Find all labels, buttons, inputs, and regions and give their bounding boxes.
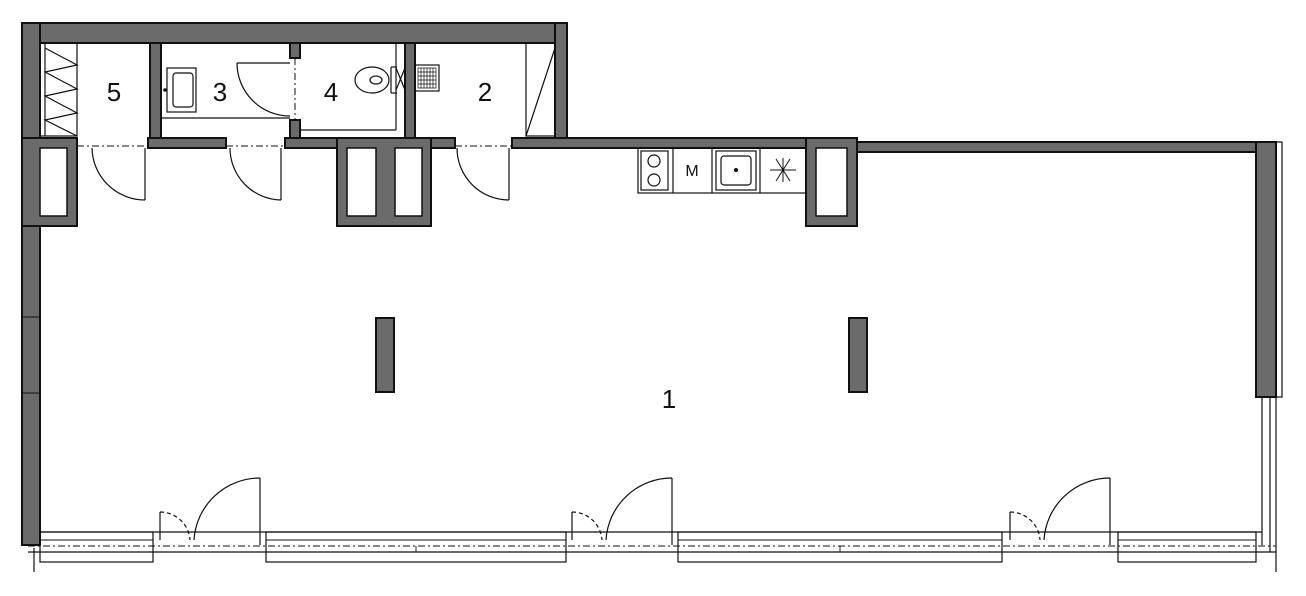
facade-glazing <box>28 397 1277 572</box>
fixtures <box>39 42 807 194</box>
room-label-2: 2 <box>478 77 492 107</box>
appliance-label: M <box>685 163 698 180</box>
walls <box>21 22 1283 546</box>
room-label-3: 3 <box>213 77 227 107</box>
room-labels: 1 2 3 4 5 M <box>107 77 699 414</box>
room-label-1: 1 <box>662 384 676 414</box>
room-label-5: 5 <box>107 77 121 107</box>
interior-doors <box>77 58 512 201</box>
snowflake-icon <box>770 158 796 182</box>
room-label-4: 4 <box>324 77 338 107</box>
